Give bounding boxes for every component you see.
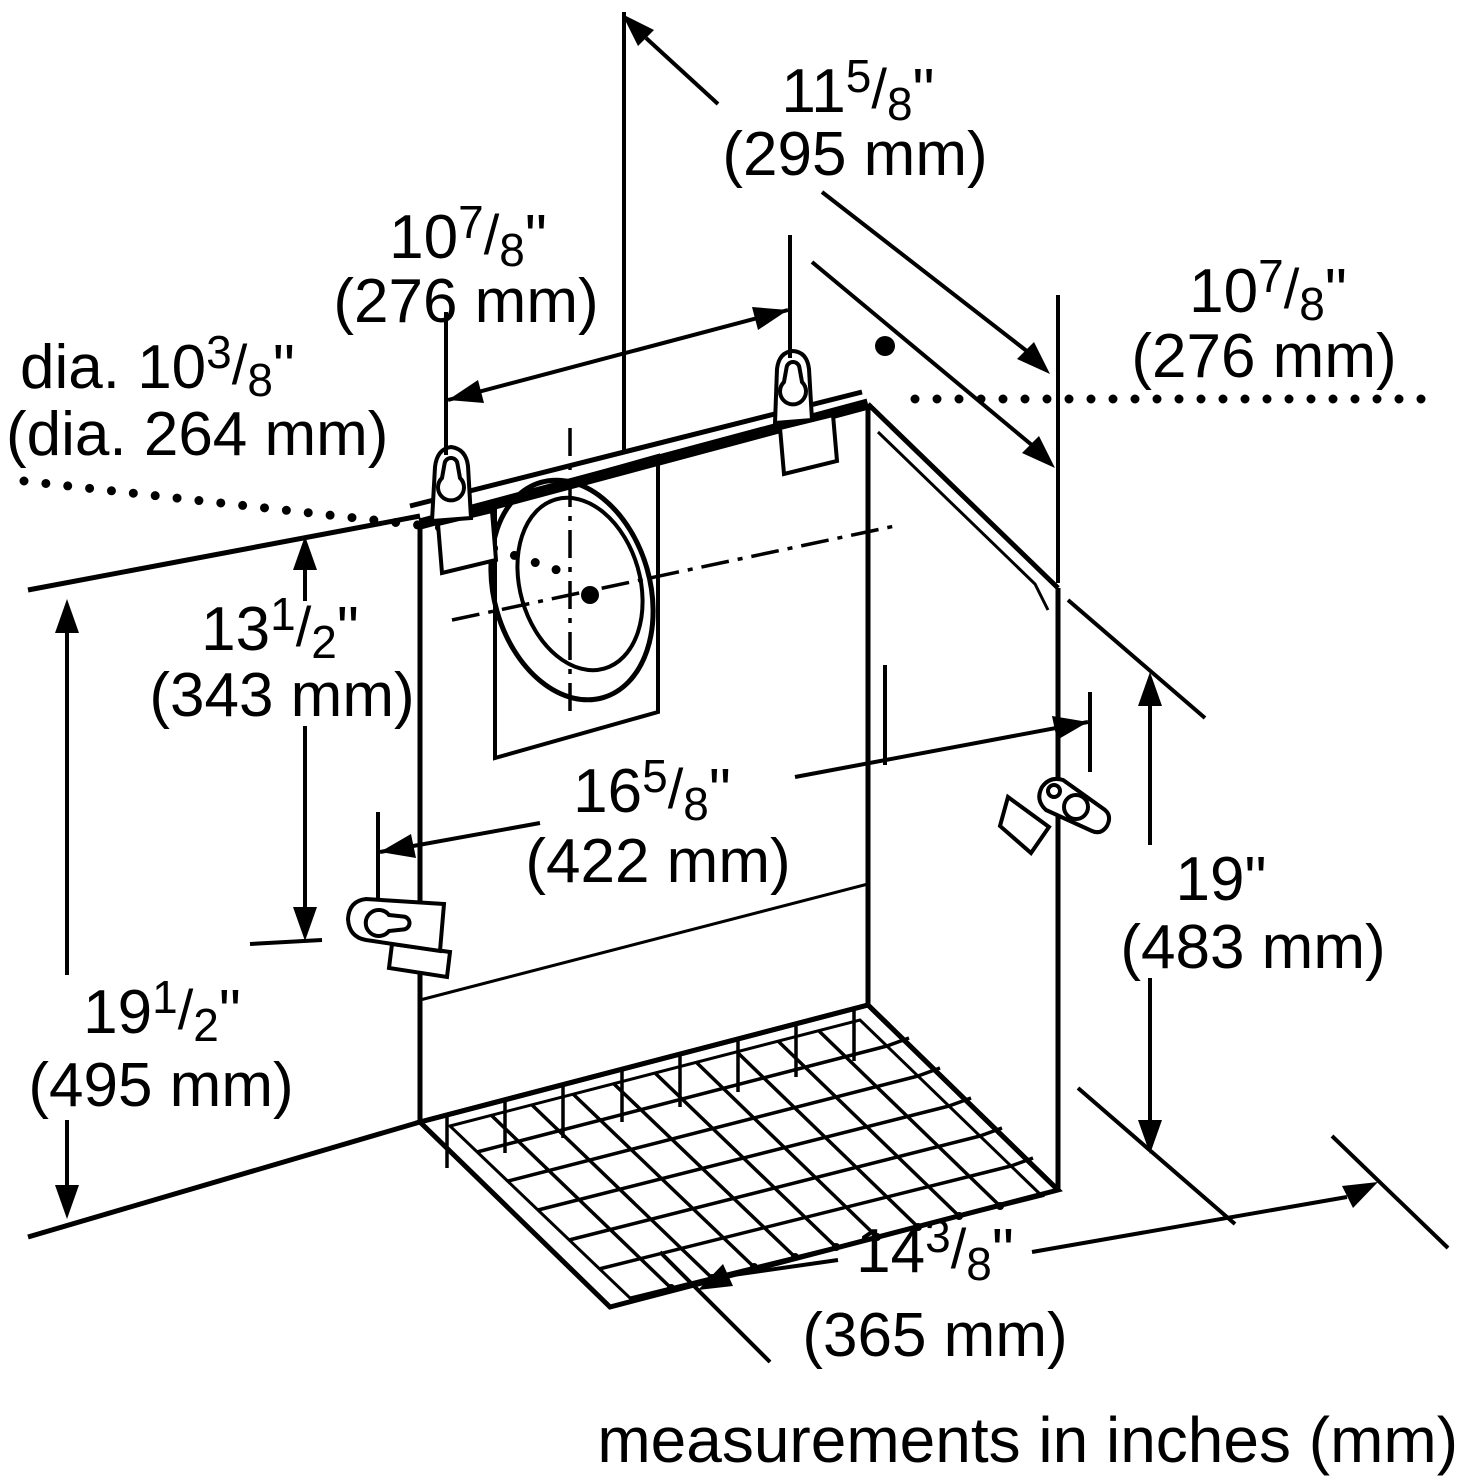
right-face-top-edge (866, 402, 1060, 590)
arrowhead-down-3 (55, 1185, 79, 1219)
mounting-tab-right-face (997, 776, 1112, 856)
duct-mounting-plate (493, 453, 660, 761)
dim-duct-dia-mm: (dia. 264 mm) (6, 400, 388, 469)
arrowhead-right-2 (1052, 716, 1088, 740)
dim-wall-height-mm: (495 mm) (28, 1051, 293, 1120)
arrowhead-down-2 (1138, 1120, 1162, 1154)
grille-cross-wires (476, 1044, 1012, 1271)
keyhole-slot-end-icon (1046, 783, 1062, 799)
dim-top-width-inches: 107/8" (389, 196, 547, 276)
ref-stub-lower-tab (249, 938, 323, 946)
wall-bottom-edge (27, 1119, 421, 1240)
front-panel-seam (419, 882, 869, 1002)
dim-line-top-10-7-8 (447, 308, 789, 402)
dim-tab-drop-inches: 131/2" (201, 588, 359, 668)
tab-flap (435, 508, 499, 576)
arrowhead-right (752, 307, 788, 330)
datum-point-dot (875, 336, 895, 356)
duct-center-dot (581, 586, 599, 604)
tab-flap (777, 412, 840, 477)
units-caption: measurements in inches (mm) (597, 1404, 1458, 1476)
dimension-graphics (55, 12, 1450, 1364)
dim-rear-height-inches: 19" (1176, 845, 1267, 914)
bottom-grille (415, 1002, 1063, 1310)
dim-rear-height-mm: (483 mm) (1120, 913, 1385, 982)
dim-duct-dia-inches: dia. 103/8" (20, 326, 295, 406)
mounting-tab-top-right (772, 348, 840, 477)
dim-line-right-10-7-8 (810, 260, 1035, 448)
leader-14-left (725, 1258, 839, 1278)
dim-line-11-5-8 (820, 190, 1030, 354)
dim-top-depth-inches: 115/8" (781, 50, 934, 130)
dia-leader-dotted-line (19, 476, 450, 533)
dim-bottom-depth-mm: (365 mm) (802, 1301, 1067, 1370)
leader-14-right (1031, 1195, 1348, 1254)
arrowhead-up (293, 536, 317, 570)
tab-flap (997, 793, 1052, 856)
mounting-tab-top-left (429, 444, 499, 576)
arrowhead-down-right-2 (1022, 436, 1055, 468)
dim-right-depth-mm: (276 mm) (1131, 322, 1396, 391)
dim-right-depth-inches: 107/8" (1189, 250, 1347, 330)
leader-11-5-8 (644, 36, 720, 106)
arrowhead-up-left (622, 14, 654, 46)
arrowhead-up-right (1342, 1182, 1378, 1208)
duct-opening-inner-circle (515, 495, 645, 673)
dim-body-width-inches: 165/8" (573, 750, 731, 830)
dimension-labels: 115/8" (295 mm) 107/8" (276 mm) dia. 103… (6, 50, 1397, 1370)
duct-diagonal-centerline (451, 524, 896, 622)
arrowhead-down-right (1017, 342, 1050, 374)
ext-diag-14-left (658, 1250, 772, 1364)
arrowhead-down-left (698, 1264, 733, 1290)
grille-wire-hooks (886, 1036, 1034, 1168)
arrowhead-left (448, 380, 484, 403)
grille-outer-frame (415, 1002, 1063, 1310)
dim-top-width-mm: (276 mm) (333, 267, 598, 336)
keyhole-slot-icon (436, 455, 466, 503)
dim-bottom-depth-inches: 143/8" (856, 1210, 1014, 1290)
arrowhead-left-2 (380, 834, 416, 858)
wall-top-edge (27, 513, 421, 593)
ext-diag-14-right (1330, 1134, 1450, 1250)
mounting-tab-lower-left (345, 896, 453, 980)
dim-body-width-mm: (422 mm) (525, 827, 790, 896)
arrowhead-up-2 (1138, 672, 1162, 706)
ext-diag-19-bottom (1076, 1086, 1237, 1226)
arrowhead-up-3 (55, 599, 79, 633)
keyhole-slot-icon (363, 908, 412, 938)
keyhole-slot-icon (778, 359, 808, 407)
wall-plane-lines (27, 513, 421, 1240)
ext-diag-19-top (1066, 598, 1207, 720)
dim-wall-height-inches: 191/2" (83, 971, 241, 1051)
duct-collar-outer-circle (488, 477, 656, 703)
right-face-top-inner-edge (876, 430, 1050, 611)
arrowhead-down (293, 907, 317, 941)
dim-top-depth-mm: (295 mm) (722, 120, 987, 189)
keyhole-circle-icon (1062, 793, 1090, 821)
dim-tab-drop-mm: (343 mm) (149, 661, 414, 730)
grille-depth-wires (489, 1029, 1002, 1290)
